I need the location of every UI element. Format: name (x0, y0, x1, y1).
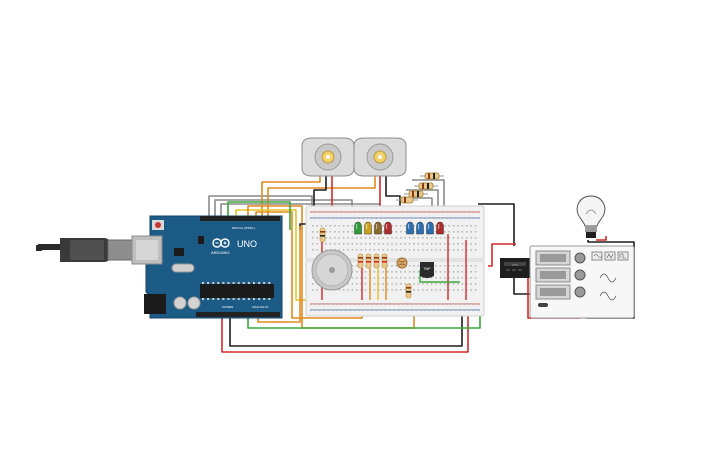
temp-sensor-label: TMP (423, 267, 431, 271)
arduino-uno[interactable]: UNO ARDUINO DIGITAL (PWM~) POWER ANALOG … (36, 215, 283, 319)
chip-pins (202, 282, 271, 300)
led-icon[interactable] (436, 221, 444, 235)
resistor[interactable] (365, 253, 372, 269)
usb-plug-icon[interactable] (36, 238, 137, 262)
wire-red-relay[interactable] (488, 243, 516, 267)
arduino-model-label: UNO (237, 239, 257, 249)
wire-black-gnd-loop[interactable] (229, 312, 463, 347)
led-icon[interactable] (384, 221, 392, 235)
wire-orange-long-1[interactable] (247, 205, 415, 329)
wire-black-motor-2[interactable] (385, 176, 401, 212)
power-supply-icon[interactable] (529, 245, 635, 319)
arduino-power-label: POWER (222, 305, 234, 309)
dc-motor-icon[interactable] (353, 137, 407, 177)
led-icon[interactable] (426, 221, 434, 235)
resistors-top (396, 172, 444, 204)
resistor[interactable] (420, 172, 444, 180)
dc-motor-icon[interactable] (301, 137, 355, 177)
wire-orange-bottom[interactable] (257, 226, 301, 323)
light-bulb-icon[interactable] (576, 195, 606, 238)
resistor[interactable] (373, 253, 380, 269)
led-icon[interactable] (416, 221, 424, 235)
led-icon[interactable] (364, 221, 372, 235)
led-icon[interactable] (406, 221, 414, 235)
arduino-analog-label: ANALOG IN (252, 305, 268, 309)
wire-black-motor-1[interactable] (313, 176, 327, 212)
photoresistor-icon[interactable] (396, 257, 408, 269)
arduino-digital-label: DIGITAL (PWM~) (232, 226, 255, 230)
resistor[interactable] (414, 182, 438, 190)
svg-text:▭▭: ▭▭ (512, 263, 518, 267)
led-icon[interactable] (374, 221, 382, 235)
wire-red-bulb[interactable] (596, 236, 607, 241)
wire-red-power-loop[interactable] (221, 314, 469, 353)
resistor[interactable] (396, 196, 418, 204)
wire-gray-1[interactable] (208, 195, 313, 216)
piezo-buzzer-icon[interactable] (311, 249, 353, 291)
resistor[interactable] (404, 190, 428, 198)
arduino-brand-label: ARDUINO (211, 250, 229, 255)
led-row (354, 221, 444, 235)
resistor[interactable] (405, 283, 412, 299)
temperature-sensor[interactable]: TMP (420, 262, 434, 278)
resistor[interactable] (319, 227, 326, 243)
relay-icon[interactable]: ▭▭ (500, 258, 530, 278)
breadboard-holes (312, 211, 477, 311)
resistor[interactable] (381, 253, 388, 269)
wire-orange-motor-1[interactable] (261, 176, 321, 216)
arduino-logo (212, 238, 230, 248)
resistors-board (319, 227, 467, 300)
wire-green-1[interactable] (227, 201, 291, 230)
resistor[interactable] (357, 253, 364, 269)
led-icon[interactable] (354, 221, 362, 235)
wire-black-relay[interactable] (478, 203, 515, 246)
